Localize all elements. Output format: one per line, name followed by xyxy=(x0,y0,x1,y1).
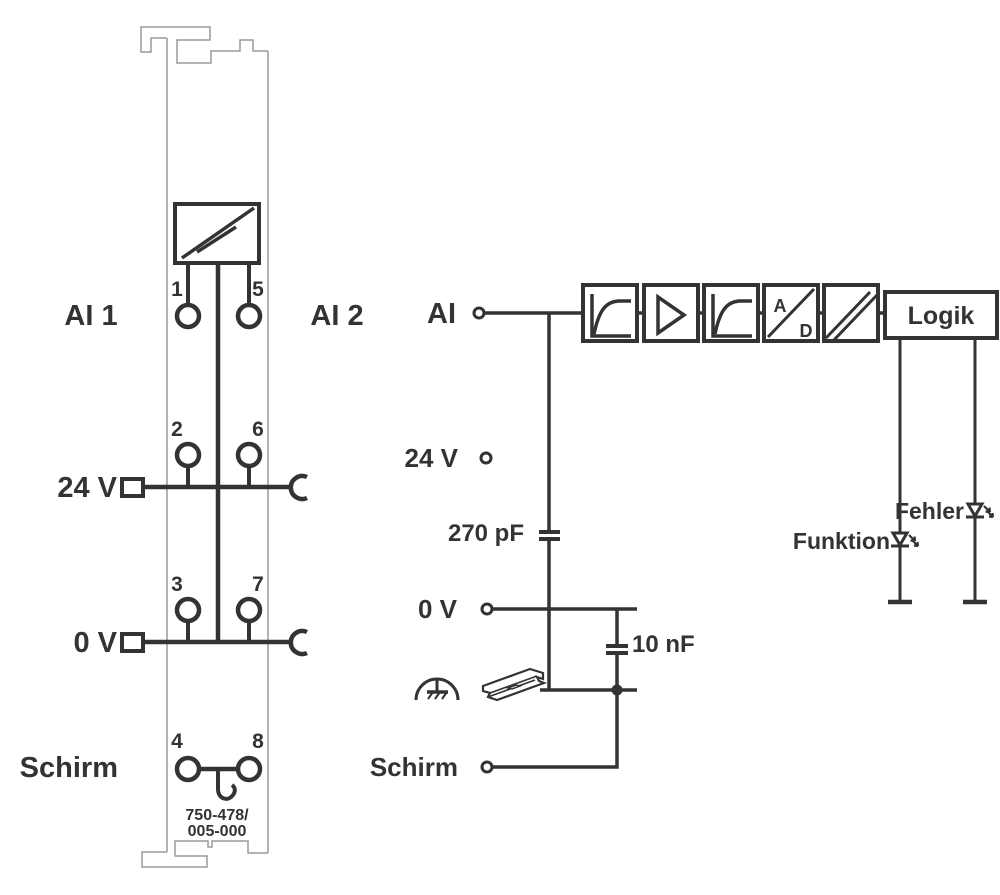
error-led-icon xyxy=(965,502,995,519)
capacitor1-label: 270 pF xyxy=(448,520,524,547)
ground-rail-0v xyxy=(120,628,308,657)
female-connector-icon xyxy=(288,473,308,502)
function-led-label: Funktion xyxy=(793,528,890,554)
ad-converter-icon: A D xyxy=(766,287,816,341)
terminal-8-contact xyxy=(235,755,263,783)
galvanic-isolation-icon xyxy=(824,290,879,343)
terminal-number-5: 5 xyxy=(252,278,264,301)
logic-block-label: Logik xyxy=(908,302,975,330)
shield-wire xyxy=(492,690,619,769)
filter-curve-icon xyxy=(711,294,752,338)
amplifier-triangle-icon xyxy=(656,293,688,337)
terminal-6-contact xyxy=(235,441,263,469)
ad-letter-a: A xyxy=(774,296,787,316)
din-rail-icon xyxy=(481,667,548,702)
terminal-number-2: 2 xyxy=(171,418,183,441)
diagram-0v-label: 0 V xyxy=(418,594,458,624)
signal-chain: A D Logik xyxy=(581,283,999,343)
capacitor2-label: 10 nF xyxy=(632,631,695,658)
led-branches xyxy=(888,338,987,605)
function-diagram: A D Logik A xyxy=(370,283,999,782)
functional-earth-icon xyxy=(414,677,460,701)
logic-block xyxy=(883,290,999,340)
part-number-line2: 005-000 xyxy=(188,823,247,840)
module-0v-label: 0 V xyxy=(73,627,117,659)
module-channel1-label: AI 1 xyxy=(64,300,117,332)
shield-link xyxy=(199,766,239,801)
amplifier-block xyxy=(642,283,700,343)
terminal-7-contact xyxy=(235,596,263,624)
terminal-contacts xyxy=(174,302,263,783)
terminal-4-contact xyxy=(174,755,202,783)
terminal-number-6: 6 xyxy=(252,418,264,441)
function-led-icon xyxy=(890,531,920,548)
terminal-2-contact xyxy=(174,441,202,469)
terminal-number-1: 1 xyxy=(171,278,183,301)
module-24v-label: 24 V xyxy=(57,472,117,504)
terminal-5-contact xyxy=(235,302,263,330)
terminal-1-contact xyxy=(174,302,202,330)
female-connector-icon xyxy=(288,628,308,657)
error-led-label: Fehler xyxy=(895,498,964,524)
terminal-number-4: 4 xyxy=(171,730,183,753)
power-rail-24v xyxy=(120,473,308,502)
terminal-number-3: 3 xyxy=(171,573,183,596)
diagram-24v-label: 24 V xyxy=(405,443,459,473)
shield-terminal-icon xyxy=(480,760,494,774)
male-connector-icon xyxy=(120,632,145,653)
0v-terminal-icon xyxy=(480,602,494,616)
part-number-line1: 750-478/ xyxy=(185,807,249,824)
module-bottom-profile xyxy=(141,840,268,868)
terminal-number-7: 7 xyxy=(252,573,264,596)
capacitor-10nf xyxy=(606,609,628,690)
io-module: 1 5 2 6 3 7 4 8 AI 1 AI 2 24 V 0 V Schir… xyxy=(20,26,364,868)
ai-terminal-icon xyxy=(472,306,486,320)
capacitor-270pf xyxy=(539,313,560,690)
terminal-number-8: 8 xyxy=(252,730,264,753)
shield-hook-icon xyxy=(216,769,237,801)
module-top-profile xyxy=(140,26,268,64)
24v-terminal-icon xyxy=(479,451,493,465)
module-shield-label: Schirm xyxy=(20,752,118,784)
module-internal-wires xyxy=(186,263,251,640)
terminal-3-contact xyxy=(174,596,202,624)
module-housing-outline xyxy=(140,26,269,868)
diagram-shield-label: Schirm xyxy=(370,752,458,782)
filter-curve-icon xyxy=(590,294,631,338)
ad-letter-d: D xyxy=(800,321,813,341)
module-channel2-label: AI 2 xyxy=(310,300,363,332)
diagram-ai-label: AI xyxy=(427,298,456,330)
converter-box-icon xyxy=(173,202,261,265)
male-connector-icon xyxy=(120,477,145,498)
